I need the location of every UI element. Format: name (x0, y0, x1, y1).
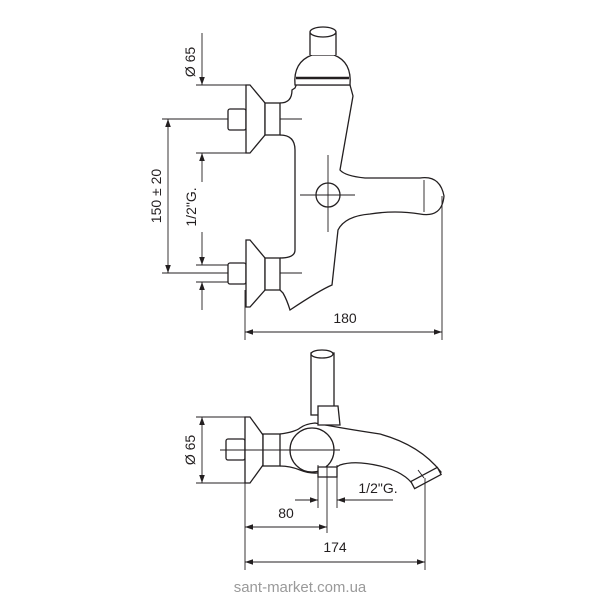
diameter-label: Ø 65 (182, 435, 198, 466)
width-label: 174 (323, 539, 347, 555)
width-label: 180 (333, 310, 357, 326)
spacing-label: 150 ± 20 (148, 169, 164, 224)
thread-label: 1/2"G. (183, 187, 199, 226)
top-view: Ø 65 1/2"G. 80 174 (182, 349, 443, 570)
watermark: sant-market.com.ua (234, 579, 367, 596)
offset-label: 80 (278, 505, 294, 521)
front-view: Ø 65 150 ± 20 1/2"G. (148, 26, 445, 340)
thread-label: 1/2"G. (358, 480, 397, 496)
diameter-label: Ø 65 (182, 47, 198, 78)
